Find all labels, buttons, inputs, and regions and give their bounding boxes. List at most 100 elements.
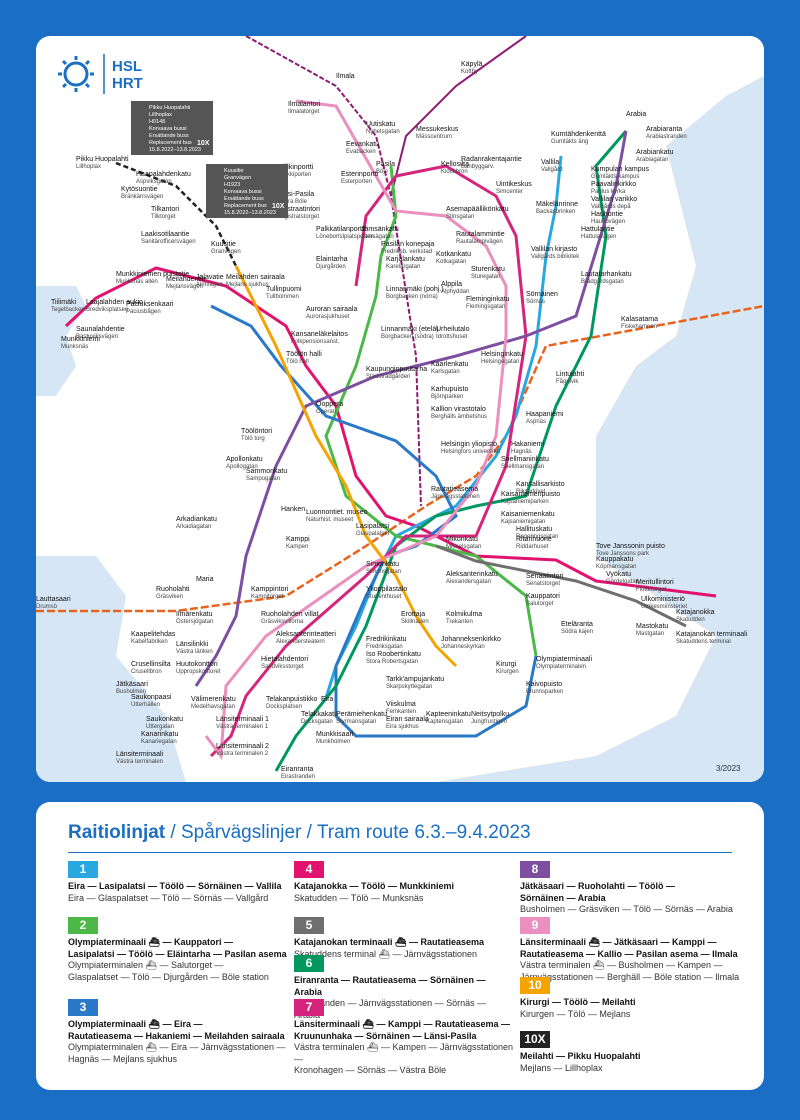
route-stops-fi: Meilahti — Pikku Huopalahti xyxy=(520,1051,641,1061)
station-name: Kotkankatu xyxy=(436,251,471,258)
station-name-sv: Fredriksb. verkstad xyxy=(381,249,432,255)
station-name-sv: Sampogatan xyxy=(246,476,280,482)
station-name-sv: Riddarhuset xyxy=(516,544,549,550)
station-name-sv: Tölö hall xyxy=(286,359,309,365)
station-name: Oopperа xyxy=(316,401,343,408)
station-name: Kaapelitehdas xyxy=(131,631,176,638)
station-name-sv: Bränkärrsvägen xyxy=(121,194,163,200)
station-name-sv: Mässcentrum xyxy=(416,134,452,140)
station-name-sv: Paciusbågen xyxy=(126,308,161,315)
station-name-sv: Hauhovägen xyxy=(591,219,625,225)
station-name-sv: Djurgården xyxy=(316,263,346,270)
station-name: Hanken xyxy=(281,506,305,513)
station-name-sv: Skillnaden xyxy=(401,619,429,625)
station-name-sv: Kabelfabriken xyxy=(131,639,168,645)
station-name-sv: Mejlans sjukhus xyxy=(226,282,269,288)
metro-line xyxy=(36,304,764,613)
station-name: Karjalankatu xyxy=(386,256,425,263)
route-stops-fi: Länsiterminaali ⛴ — Jätkäsaari — Kamppi … xyxy=(520,937,738,959)
route-stops-sv: Eira — Glaspalatset — Tölö — Sörnäs — Va… xyxy=(68,892,269,903)
station-name-sv: Esterporten xyxy=(341,179,372,185)
station-name-sv: Banbyggarv. xyxy=(461,164,495,170)
note-line3: Replacement bus xyxy=(149,140,192,146)
station-name: Erottaja xyxy=(401,611,425,618)
station-name: Saunalahdentie xyxy=(76,326,125,333)
station-name-sv: Berghälls ämbetshus xyxy=(431,414,487,420)
station-name: Tove Janssonin puisto xyxy=(596,543,665,550)
station-name-sv: Fågelvik xyxy=(556,378,579,385)
station-name: Simonkatu xyxy=(366,561,399,568)
route-badge: 2 xyxy=(68,917,98,934)
station-name: Kansallisarkisto xyxy=(516,481,565,488)
station-name: Hietalahdentori xyxy=(261,656,309,663)
route-badge: 1 xyxy=(68,861,98,878)
route-badge: 8 xyxy=(520,861,550,878)
line-5 xyxy=(435,544,687,628)
note-badge: 10X xyxy=(197,140,210,147)
station-name-sv: Södra kajen xyxy=(561,629,593,635)
station-name: Kallion virastotalo xyxy=(431,406,486,413)
station-name: Kanarinkatu xyxy=(141,731,178,738)
replacement-bus-note: Pikku HuopalahtiLillhoplaxH0148Korvaava … xyxy=(131,101,213,155)
station-name-sv: Tegelbacken xyxy=(51,307,85,313)
station-name: Töölön halli xyxy=(286,351,322,358)
station-name: Telakkakatu xyxy=(301,711,338,718)
route-stops-sv: Västra terminalen ⛴ — Busholmen — Kampen… xyxy=(520,960,740,982)
station-name-sv: Docksgatan xyxy=(301,719,333,725)
station-name: Hakaniemi xyxy=(511,441,545,448)
station-name-sv: Jämsägatan xyxy=(361,234,394,240)
station-name: Munkkiniemi xyxy=(61,336,100,343)
station: Hanken xyxy=(281,506,305,513)
station-name: Lintulahti xyxy=(556,371,584,378)
line-2 xyxy=(324,165,538,657)
route-badge: 9 xyxy=(520,917,550,934)
station-name-sv: Apollogatan xyxy=(226,464,258,470)
station-name: Eteläranta xyxy=(561,621,593,628)
station-name: Haapalahdenkatu xyxy=(136,171,191,178)
station-name-sv: Tilktorget xyxy=(151,214,176,220)
station-name-sv: Riksarkivet xyxy=(516,489,546,495)
legend-title-fi: Raitiolinjat xyxy=(68,822,166,843)
rail-line-2 xyxy=(390,36,527,197)
station-name-sv: Gräsviken xyxy=(156,594,183,600)
station-name: Länsilinkki xyxy=(176,641,209,648)
station-name: Kaivopuisto xyxy=(526,681,562,688)
station-name-sv: Eira sjukhus xyxy=(386,724,419,730)
station-name: Kumtähdenkenttä xyxy=(551,131,606,138)
station-name: Kuusitie xyxy=(211,241,236,248)
station-name: Tarkk'ampujankatu xyxy=(386,676,444,683)
station-name-sv: Aspnäs xyxy=(526,419,546,425)
station-name-sv: Skatuddens terminal xyxy=(676,639,731,645)
station-name: Arabiankatu xyxy=(636,149,673,156)
route-stops-fi: Jätkäsaari — Ruoholahti — Töölö — Sörnäi… xyxy=(520,881,676,903)
route-stops-sv: Mejlans — Lillhoplax xyxy=(520,1062,603,1073)
station-name-sv: Ilmalatorget xyxy=(288,109,320,115)
station-name: Länsiterminaali 1 xyxy=(216,716,269,723)
station-name-sv: Alexandersteatern xyxy=(276,639,325,645)
